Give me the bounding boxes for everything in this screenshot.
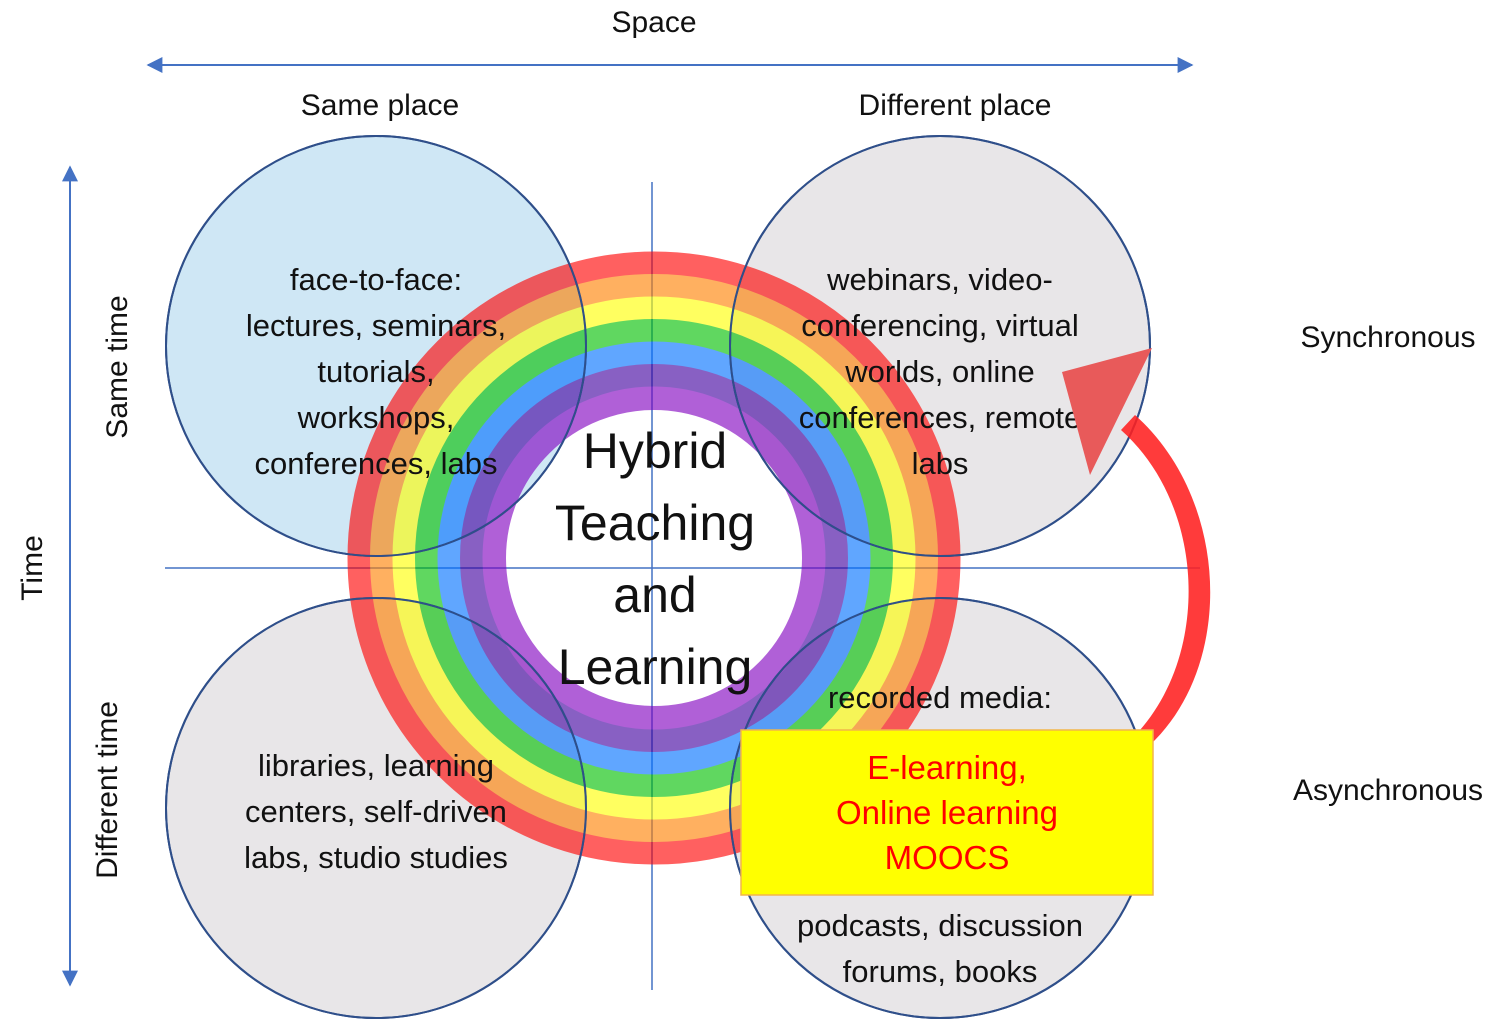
center-title-line: and xyxy=(613,567,696,623)
elearning-line: MOOCS xyxy=(885,839,1010,876)
quadrant-line: recorded media: xyxy=(828,680,1052,715)
quadrant-line: conferencing, virtual xyxy=(801,308,1078,343)
rainbow-band xyxy=(392,296,916,820)
outline-different-time-same-place xyxy=(165,597,587,1019)
same-place-label: Same place xyxy=(301,89,459,122)
center-title-line: Teaching xyxy=(555,495,755,551)
text-same-time-same-place: face-to-face: lectures, seminars, tutori… xyxy=(246,262,506,481)
rainbow-band xyxy=(370,274,938,842)
different-place-label: Different place xyxy=(859,89,1052,122)
asynchronous-label: Asynchronous xyxy=(1293,774,1483,807)
center-title-line: Learning xyxy=(558,639,753,695)
outline-same-time-same-place xyxy=(165,135,587,557)
quadrant-line: libraries, learning xyxy=(258,748,494,783)
quadrant-line: labs, studio studies xyxy=(244,840,508,875)
rainbow-band xyxy=(482,386,826,730)
rainbow-band xyxy=(460,364,848,752)
rainbow-band xyxy=(415,319,893,797)
rainbow-ring xyxy=(347,251,961,865)
rainbow-band xyxy=(437,341,871,775)
time-label: Time xyxy=(16,535,49,601)
elearning-highlight-box xyxy=(740,729,1154,896)
elearning-text: E-learning, Online learning MOOCS xyxy=(836,749,1058,876)
text-different-time-same-place: libraries, learning centers, self-driven… xyxy=(244,748,508,875)
space-label: Space xyxy=(611,6,696,39)
synchronous-label: Synchronous xyxy=(1300,321,1475,354)
quadrant-line: webinars, video- xyxy=(826,262,1053,297)
quadrant-line: lectures, seminars, xyxy=(246,308,506,343)
center-title-line: Hybrid xyxy=(583,423,727,479)
quadrant-line: tutorials, xyxy=(317,354,434,389)
quadrant-line: worlds, online xyxy=(844,354,1035,389)
quadrant-line: centers, self-driven xyxy=(245,794,507,829)
curved-arrow xyxy=(1062,348,1211,745)
quadrant-line: labs xyxy=(912,446,969,481)
quadrant-line: forums, books xyxy=(843,954,1038,989)
text-different-time-different-place: recorded media: podcasts, discussion for… xyxy=(797,680,1083,989)
center-title: Hybrid Teaching and Learning xyxy=(555,423,755,695)
text-same-time-different-place: webinars, video- conferencing, virtual w… xyxy=(799,262,1082,481)
quadrant-line: workshops, xyxy=(297,400,455,435)
elearning-line: E-learning, xyxy=(867,749,1027,786)
outline-same-time-different-place xyxy=(729,135,1151,557)
elearning-line: Online learning xyxy=(836,794,1058,831)
quadrant-line: face-to-face: xyxy=(290,262,462,297)
quadrant-line: podcasts, discussion xyxy=(797,908,1083,943)
different-time-label: Different time xyxy=(91,701,124,879)
rainbow-band xyxy=(347,251,961,865)
quadrant-line: conferences, labs xyxy=(255,446,498,481)
quadrant-line: conferences, remote xyxy=(799,400,1082,435)
same-time-label: Same time xyxy=(101,295,134,438)
